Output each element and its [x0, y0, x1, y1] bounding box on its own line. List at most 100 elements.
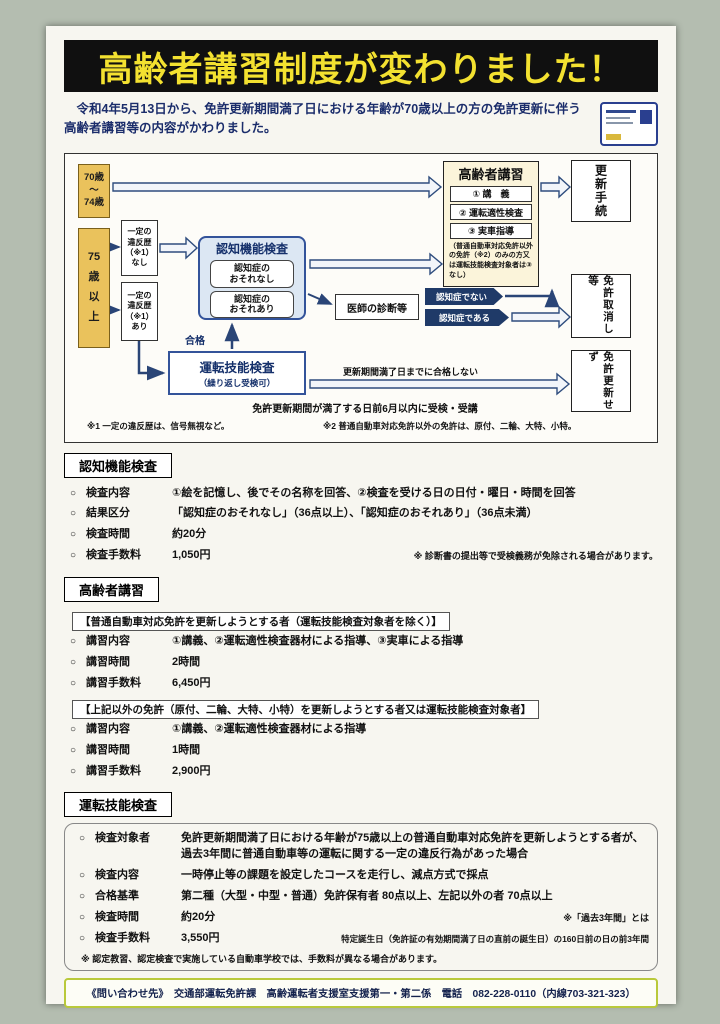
title-banner: 高齢者講習制度が変わりました！: [64, 40, 658, 92]
row-label: 検査対象者: [95, 831, 150, 844]
circle-bullet: ○: [70, 745, 77, 756]
no-renewal-box: 免許更新せず: [571, 350, 631, 412]
exemption-note: ※ 診断書の提出等で受検義務が免除される場合があります。: [413, 551, 658, 562]
detail-row: ○ 講習時間 1時間: [70, 741, 658, 762]
deadline-note: 免許更新期間が満了する日前6月以内に受検・受講: [252, 404, 478, 415]
pass-label: 合格: [185, 336, 205, 347]
fail-label: 更新期間満了日までに合格しない: [343, 367, 479, 377]
elderly-training-title: 高齢者講習: [458, 167, 524, 182]
circle-bullet: ○: [79, 832, 86, 844]
row-label: 講習手数料: [86, 677, 141, 690]
row-value: 3,550円: [181, 931, 220, 944]
cognitive-test-title: 認知機能検査: [215, 242, 288, 256]
elderly-training-box: 高齢者講習 ① 講 義 ② 運転適性検査 ③ 実車指導 （普通自動車対応免許以外…: [443, 161, 539, 287]
license-revocation-box: 免許取消し等: [571, 274, 631, 338]
row-label: 講習内容: [86, 635, 130, 648]
training-group2-header: 【上記以外の免許（原付、二輪、大特、小特）を更新しようとする者又は運転技能検査対…: [72, 699, 540, 719]
intro-text: 令和4年5月13日から、免許更新期間満了日における年齢が70歳以上の方の免許更新…: [64, 102, 581, 136]
skill-test-box: 運転技能検査 （繰り返し受検可）: [168, 351, 306, 395]
row-value: ①講義、②運転適性検査器材による指導、③実車による指導: [172, 635, 464, 648]
detail-row: ○ 検査時間 約20分 ※「過去3年間」とは: [79, 907, 649, 928]
cognitive-test-box: 認知機能検査 認知症の おそれなし 認知症の おそれあり: [198, 236, 306, 320]
detail-row: ○ 結果区分 「認知症のおそれなし」（36点以上）、「認知症のおそれあり」（36…: [70, 504, 658, 525]
row-value: 1時間: [172, 744, 201, 756]
arrow-dementia-to-revocation: [511, 305, 572, 329]
detail-row: ○ 合格基準 第二種（大型・中型・普通）免許保有者 80点以上、左記以外の者 7…: [79, 886, 649, 907]
row-value: 約20分: [181, 910, 216, 923]
circle-bullet: ○: [70, 678, 77, 690]
section-elderly-training: 高齢者講習 【普通自動車対応免許を更新しようとする者（運転技能検査対象者を除く）…: [64, 576, 658, 783]
row-value: 第二種（大型・中型・普通）免許保有者 80点以上、左記以外の者 70点以上: [181, 889, 553, 902]
flowchart: 70歳 ～ 74歳 75 歳 以 上 一定の 違反歴 （※1） なし 一定の 違…: [64, 153, 658, 443]
skill-test-title: 運転技能検査: [199, 361, 275, 375]
detail-row: ○ 講習手数料 6,450円: [70, 674, 658, 695]
detail-row: ○ 講習内容 ①講義、②運転適性検査器材による指導: [70, 720, 658, 741]
detail-row: ○ 検査手数料 1,050円 ※ 診断書の提出等で受検義務が免除される場合があり…: [70, 546, 658, 567]
section-skill-title: 運転技能検査: [64, 792, 173, 818]
row-value: 2時間: [172, 656, 201, 669]
training-item-aptitude: ② 運転適性検査: [450, 204, 532, 220]
training-note: （普通自動車対応免許以外の免許（※2）のみの方又は運転技能検査対象者は③なし）: [449, 242, 533, 279]
violation-box: 一定の 違反歴 （※1） あり: [121, 282, 158, 341]
circle-bullet: ○: [70, 508, 77, 520]
row-label: 検査内容: [95, 868, 139, 881]
circle-bullet: ○: [79, 890, 86, 902]
detail-row: ○ 検査手数料 3,550円 特定誕生日（免許証の有効期間満了日の直前の誕生日）…: [79, 928, 649, 949]
arrow-cognitive-to-training: [309, 252, 444, 276]
row-label: 検査手数料: [95, 931, 150, 944]
flow-footnote-1: ※1 一定の違反歴は、信号無視など。: [87, 421, 230, 431]
row-value: 免許更新期間満了日における年齢が75歳以上の普通自動車対応免許を更新しようとする…: [181, 831, 644, 860]
row-value: 1,050円: [172, 549, 211, 562]
circle-bullet: ○: [70, 487, 77, 499]
arrow-70-74-to-training: [112, 175, 443, 199]
specific-birthday-note: 特定誕生日（免許証の有効期間満了日の直前の誕生日）の160日前の日の前3年間: [341, 933, 649, 944]
row-value: ①講義、②運転適性検査器材による指導: [172, 723, 367, 736]
flow-arrows: [106, 175, 572, 396]
no-violation-box: 一定の 違反歴 （※1） なし: [121, 220, 158, 276]
arrow-training-to-renewal: [540, 175, 572, 199]
row-value: 6,450円: [172, 677, 211, 690]
dementia-banner: 認知症である: [425, 309, 509, 326]
row-label: 検査時間: [95, 910, 139, 923]
training-group1-header: 【普通自動車対応免許を更新しようとする者（運転技能検査対象者を除く）】: [72, 611, 450, 631]
past-3-years-note: ※「過去3年間」とは: [563, 912, 649, 923]
section-cognitive-title: 認知機能検査: [64, 453, 173, 478]
contact-bar: 《問い合わせ先》 交通部運転免許課 高齢運転者支援室支援第一・第二係 電話 08…: [64, 978, 658, 1008]
arrow-notdementia-to-training: [505, 288, 560, 308]
arrow-fail-to-no-renewal: [309, 372, 571, 396]
row-value: 一時停止等の課題を設定したコースを走行し、減点方式で採点: [181, 868, 489, 881]
detail-row: ○ 検査内容 ①絵を記憶し、後でその名称を回答、②検査を受ける日の日付・曜日・時…: [70, 483, 658, 504]
contact-text: 《問い合わせ先》 交通部運転免許課 高齢運転者支援室支援第一・第二係 電話 08…: [86, 989, 636, 1000]
circle-bullet: ○: [70, 765, 77, 777]
circle-bullet: ○: [70, 529, 77, 541]
circle-bullet: ○: [70, 724, 77, 736]
row-label: 検査手数料: [86, 549, 141, 562]
training-item-lecture: ① 講 義: [450, 185, 532, 202]
detail-row: ○ 講習内容 ①講義、②運転適性検査器材による指導、③実車による指導: [70, 632, 658, 653]
dementia-risk-box: 認知症の おそれあり: [210, 290, 294, 319]
flow-footnote-2: ※2 普通自動車対応免許以外の免許は、原付、二輪、大特、小特。: [323, 421, 577, 431]
training-item-driving: ③ 実車指導: [450, 222, 532, 239]
row-value: ①絵を記憶し、後でその名称を回答、②検査を受ける日の日付・曜日・時間を回答: [172, 486, 576, 499]
circle-bullet: ○: [70, 636, 77, 648]
skill-test-sub: （繰り返し受検可）: [198, 378, 276, 388]
section-skill-test: 運転技能検査 ○ 検査対象者 免許更新期間満了日における年齢が75歳以上の普通自…: [64, 792, 658, 971]
row-value: 2,900円: [172, 764, 211, 777]
circle-bullet: ○: [79, 869, 86, 881]
detail-row: ○ 講習手数料 2,900円: [70, 761, 658, 782]
license-card-icon: [600, 102, 658, 146]
renewal-procedure-box: 更新手続: [571, 160, 631, 222]
row-label: 講習時間: [86, 744, 130, 756]
circle-bullet: ○: [70, 657, 77, 669]
intro-row: 令和4年5月13日から、免許更新期間満了日における年齢が70歳以上の方の免許更新…: [64, 100, 658, 146]
detail-row: ○ 講習時間 2時間: [70, 653, 658, 674]
detail-row: ○ 検査時間 約20分: [70, 525, 658, 546]
not-dementia-banner: 認知症でない: [425, 288, 503, 305]
detail-row: ○ 検査内容 一時停止等の課題を設定したコースを走行し、減点方式で採点: [79, 865, 649, 886]
row-label: 検査時間: [86, 528, 130, 541]
section-cognitive-test: 認知機能検査 ○ 検査内容 ①絵を記憶し、後でその名称を回答、②検査を受ける日の…: [64, 453, 658, 567]
section-training-title: 高齢者講習: [64, 576, 160, 602]
row-label: 講習時間: [86, 656, 130, 669]
circle-bullet: ○: [79, 911, 86, 923]
no-dementia-risk-box: 認知症の おそれなし: [210, 260, 294, 288]
